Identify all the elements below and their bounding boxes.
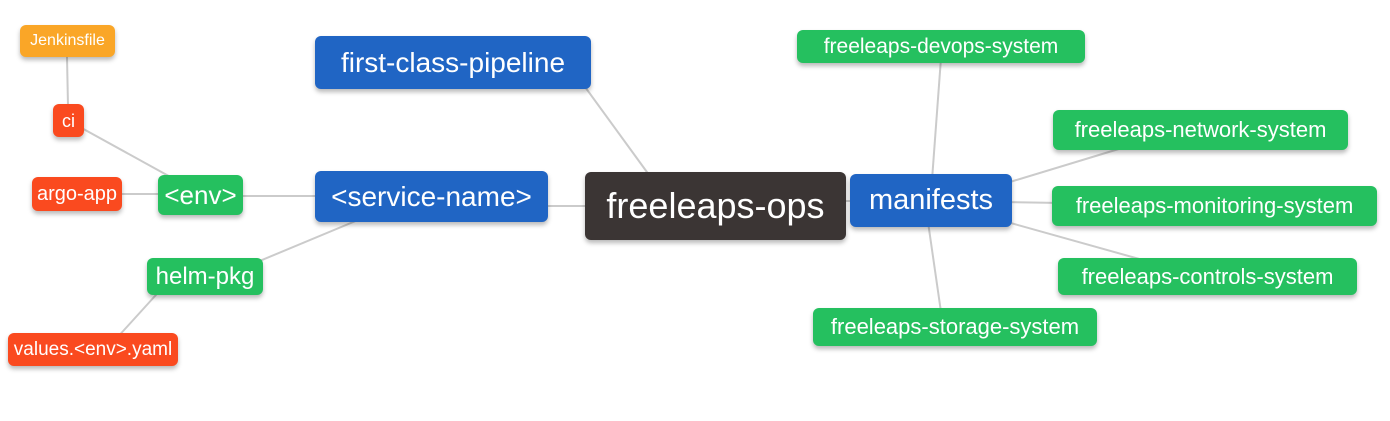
edge-manifests-network — [999, 147, 1123, 186]
edge-manifests-devops — [931, 57, 942, 181]
node-freeleaps-ops[interactable]: freeleaps-ops — [585, 172, 846, 240]
node-values-env-yaml[interactable]: values.<env>.yaml — [8, 333, 178, 366]
node-argo-app[interactable]: argo-app — [32, 177, 122, 211]
node-freeleaps-storage-system[interactable]: freeleaps-storage-system — [813, 308, 1097, 346]
node-freeleaps-network-system[interactable]: freeleaps-network-system — [1053, 110, 1348, 150]
node-env[interactable]: <env> — [158, 175, 243, 215]
node-freeleaps-monitoring-system[interactable]: freeleaps-monitoring-system — [1052, 186, 1377, 226]
node-helm-pkg[interactable]: helm-pkg — [147, 258, 263, 295]
node-jenkinsfile[interactable]: Jenkinsfile — [20, 25, 115, 57]
node-service-name[interactable]: <service-name> — [315, 171, 548, 222]
node-freeleaps-devops-system[interactable]: freeleaps-devops-system — [797, 30, 1085, 63]
node-ci[interactable]: ci — [53, 104, 84, 137]
node-first-class-pipeline[interactable]: first-class-pipeline — [315, 36, 591, 89]
edge-helm-pkg-service-name — [249, 214, 371, 266]
node-manifests[interactable]: manifests — [850, 174, 1012, 227]
edge-manifests-controls — [999, 219, 1151, 263]
edge-jenkinsfile-ci — [66, 56, 69, 107]
edge-manifests-storage — [927, 221, 942, 313]
node-freeleaps-controls-system[interactable]: freeleaps-controls-system — [1058, 258, 1357, 295]
